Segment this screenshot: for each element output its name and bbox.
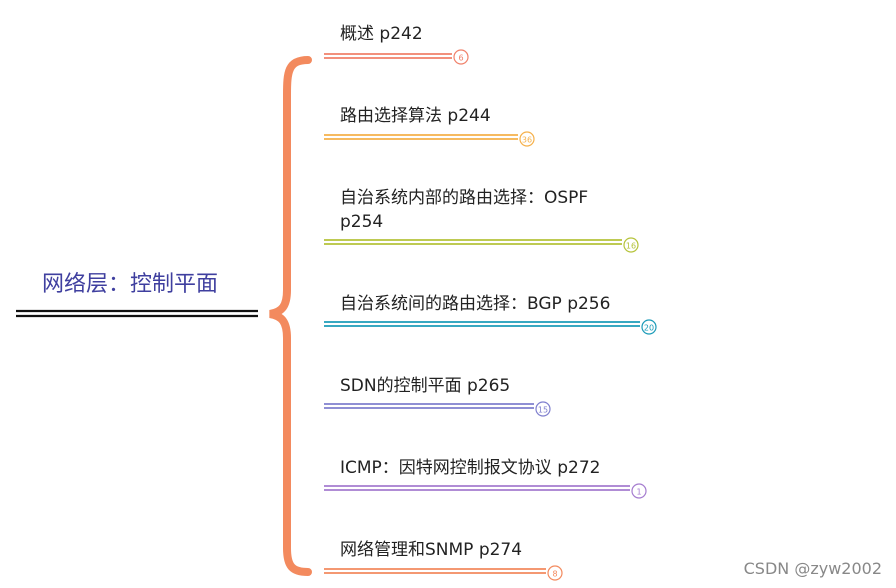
branch-3-label-text: 自治系统间的路由选择：BGP p256 (340, 294, 611, 314)
branch-4-underline: 15 (324, 401, 551, 417)
branch-6-count-badge (547, 565, 563, 581)
branch-6-label-text: 网络管理和SNMP p274 (340, 540, 523, 560)
branch-3-count: 20 (644, 324, 654, 333)
branch-4-count-badge (535, 401, 551, 417)
branch-0-count-badge (453, 49, 469, 65)
branch-3-label[interactable]: 自治系统间的路由选择：BGP p256 (340, 292, 610, 316)
branch-1-count-badge (519, 131, 535, 147)
branch-4-label[interactable]: SDN的控制平面 p265 (340, 374, 510, 398)
branch-0-label-text: 概述 p242 (340, 24, 423, 44)
branch-3-underline: 20 (324, 319, 657, 335)
branch-1-underline: 36 (324, 131, 535, 147)
branch-2-label-line2: p254 (340, 212, 384, 232)
branch-1-count: 36 (522, 136, 532, 145)
branch-5-label-text: ICMP：因特网控制报文协议 p272 (340, 458, 601, 478)
branch-6-underline: 8 (324, 565, 563, 581)
watermark: CSDN @zyw2002 (743, 559, 882, 578)
branch-3-count-badge (641, 319, 657, 335)
branch-2-count-badge (623, 237, 639, 253)
branch-5-underline: 1 (324, 483, 647, 499)
branch-0-underline: 6 (324, 49, 469, 65)
branch-4-count: 15 (538, 406, 548, 415)
branch-1-label-text: 路由选择算法 p244 (340, 106, 491, 126)
branch-2-label[interactable]: 自治系统内部的路由选择：OSPF p254 (340, 186, 588, 234)
branch-2-underline: 16 (324, 237, 639, 253)
branch-2-label-line1: 自治系统内部的路由选择：OSPF (340, 188, 589, 208)
branch-5-count: 1 (636, 488, 641, 497)
branch-4-label-text: SDN的控制平面 p265 (340, 376, 511, 396)
branch-5-count-badge (631, 483, 647, 499)
branch-1-label[interactable]: 路由选择算法 p244 (340, 104, 491, 128)
branch-5-label[interactable]: ICMP：因特网控制报文协议 p272 (340, 456, 600, 480)
branch-0-count: 6 (458, 54, 463, 63)
branch-0-label[interactable]: 概述 p242 (340, 22, 423, 46)
branch-6-count: 8 (552, 570, 557, 579)
branch-2-count: 16 (626, 242, 636, 251)
branch-bracket (269, 56, 312, 576)
branch-6-label[interactable]: 网络管理和SNMP p274 (340, 538, 522, 562)
root-topic-title[interactable]: 网络层：控制平面 (42, 272, 219, 297)
